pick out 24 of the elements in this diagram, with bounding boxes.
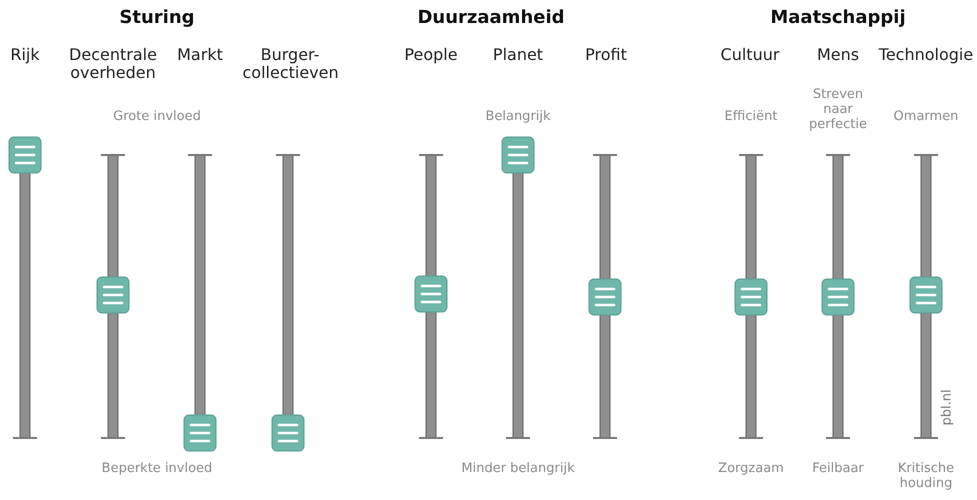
scale-label: Minder belangrijk xyxy=(460,462,576,477)
scale-label: Feilbaar xyxy=(811,462,865,477)
scale-label: Kritische houding xyxy=(896,462,956,492)
source-label: pbl.nl xyxy=(940,388,956,428)
column-label: Planet xyxy=(492,46,544,64)
scale-label: Zorgzaam xyxy=(717,462,785,477)
column-label: Technologie xyxy=(878,46,974,64)
section-heading: Duurzaamheid xyxy=(416,8,566,29)
column-label: Markt xyxy=(176,46,224,64)
column-label: Mens xyxy=(816,46,860,64)
column-label: Rijk xyxy=(9,46,41,64)
column-label: Decentrale overheden xyxy=(68,46,158,83)
column-label: People xyxy=(403,46,459,64)
column-label: Cultuur xyxy=(720,46,780,64)
scale-label: Efficiënt xyxy=(724,110,778,125)
scale-label: Streven naar perfectie xyxy=(808,88,868,133)
column-label: Burger- collectieven xyxy=(242,46,338,83)
section-heading: Maatschappij xyxy=(769,8,907,29)
section-heading: Sturing xyxy=(118,8,196,29)
scale-label: Belangrijk xyxy=(484,110,552,125)
column-label: Profit xyxy=(584,46,628,64)
scale-label: Omarmen xyxy=(892,110,960,125)
scale-label: Beperkte invloed xyxy=(100,462,214,477)
scale-label: Grote invloed xyxy=(112,110,202,125)
